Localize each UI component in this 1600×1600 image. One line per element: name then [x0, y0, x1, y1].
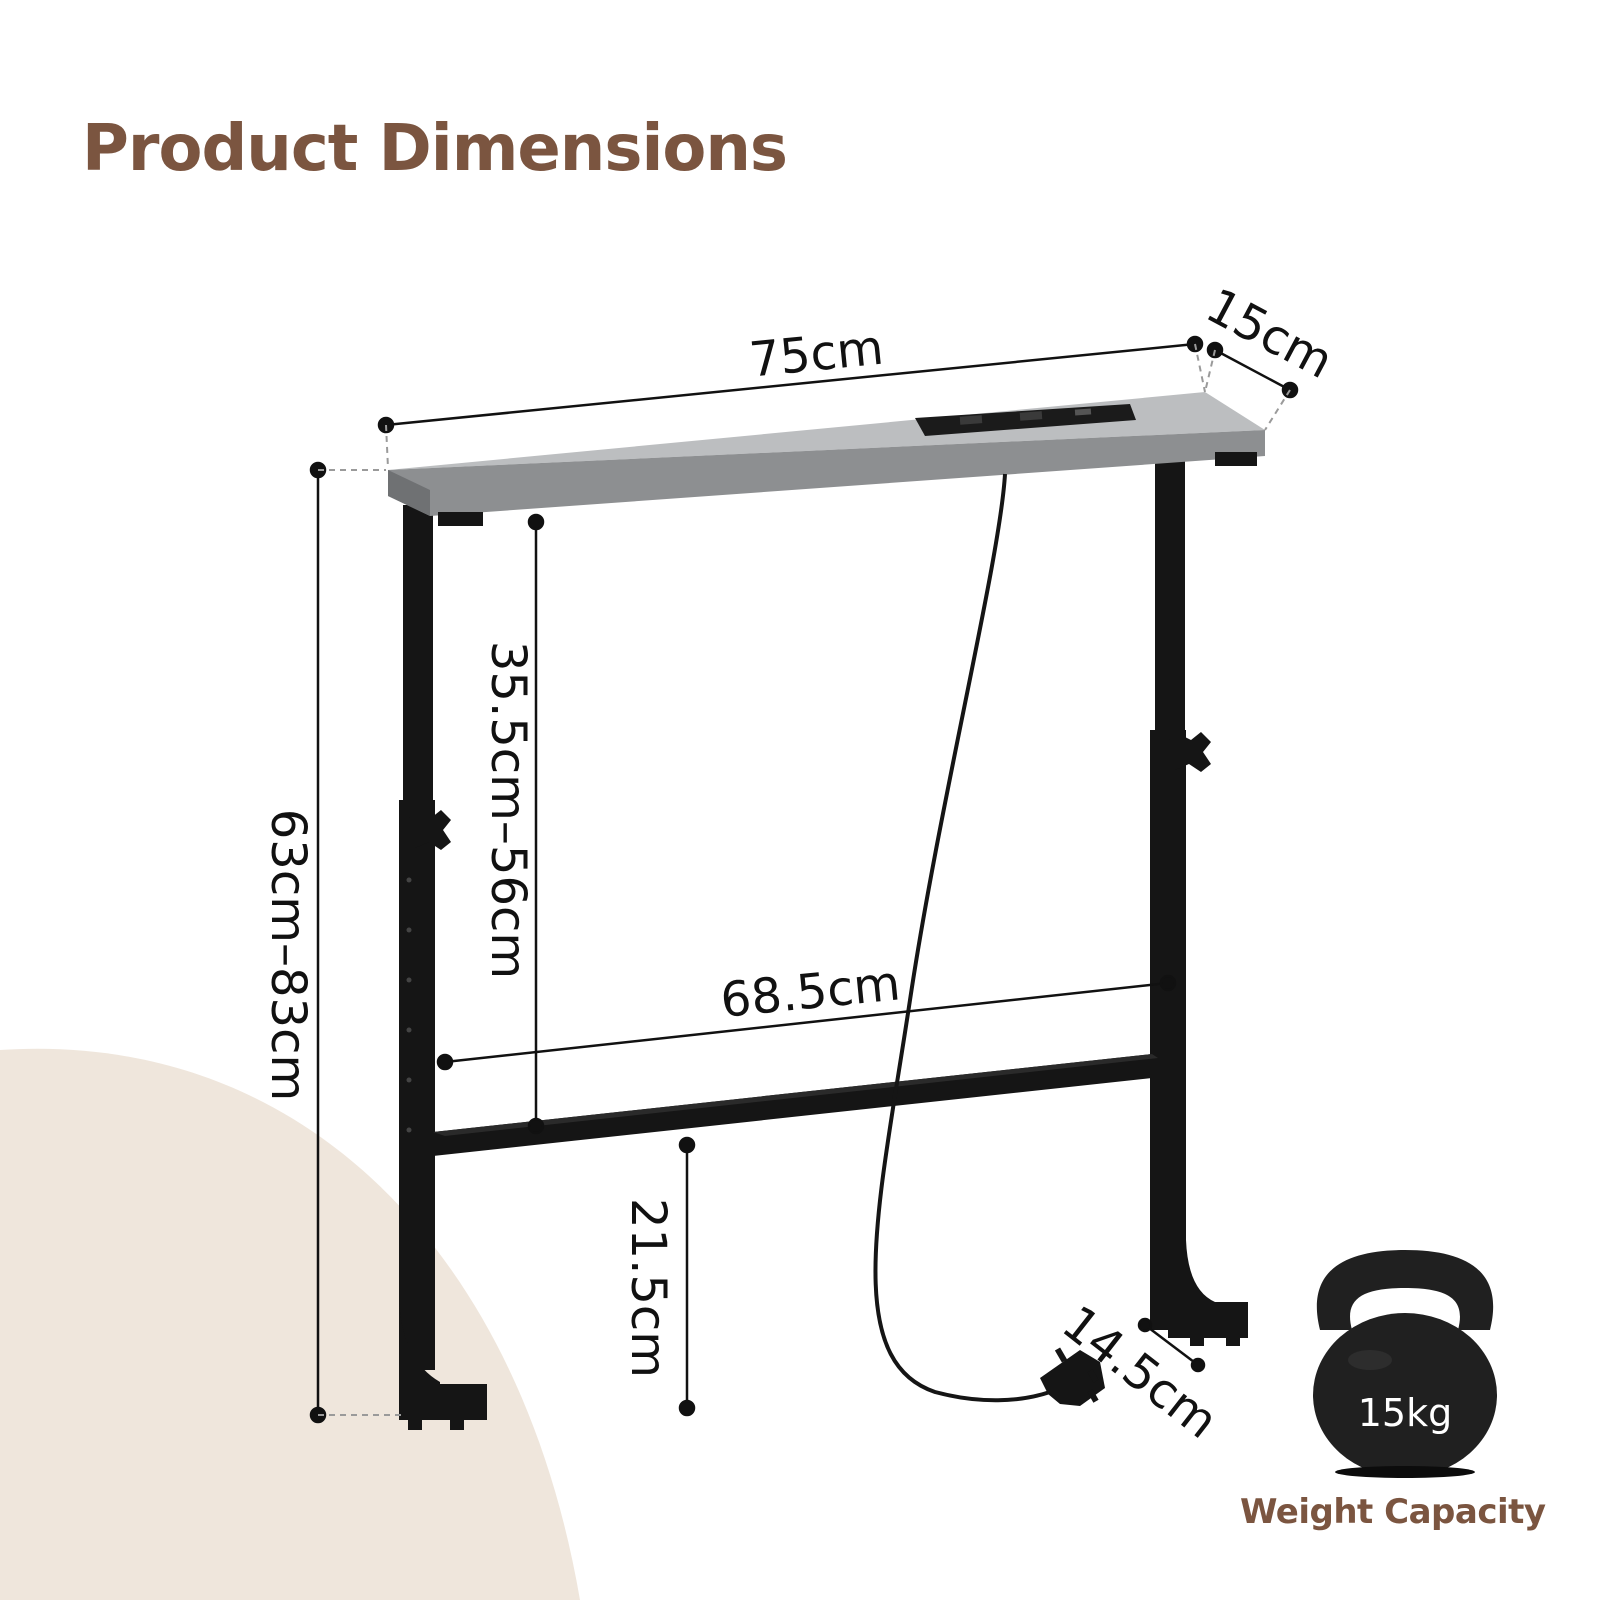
- dashed-guides: [318, 343, 1291, 1416]
- console-table: [388, 392, 1265, 1430]
- leg-hole: [406, 1027, 412, 1033]
- right-leg-lower: [1150, 730, 1186, 1330]
- uk-plug-icon: [1040, 1347, 1105, 1406]
- left-foot-pad: [450, 1418, 464, 1430]
- right-foot-curve: [1186, 1240, 1215, 1320]
- right-foot: [1168, 1302, 1248, 1338]
- tabletop-front: [388, 430, 1265, 516]
- total-height-label: 63cm–83cm: [260, 809, 316, 1101]
- page-title: Product Dimensions: [82, 112, 788, 186]
- background-arc: [0, 1048, 580, 1600]
- socket-icon: [959, 415, 983, 425]
- left-knob-icon: [405, 810, 451, 850]
- right-foot-pad: [1226, 1336, 1240, 1346]
- depth-label: 15cm: [1197, 278, 1342, 390]
- weight-capacity-label: Weight Capacity: [1240, 1492, 1546, 1532]
- leg-hole: [406, 877, 412, 883]
- socket-icon: [1019, 411, 1043, 421]
- tabletop-side: [388, 470, 430, 516]
- shelf-clearance-label: 35.5cm–56cm: [480, 641, 536, 979]
- left-foot-curve: [399, 1300, 440, 1400]
- right-leg-upper: [1155, 450, 1185, 750]
- leg-hole: [406, 927, 412, 933]
- lower-bar-height-label: 21.5cm: [620, 1198, 676, 1378]
- left-foot-pad: [408, 1418, 422, 1430]
- left-leg-lower: [399, 800, 435, 1370]
- leg-hole: [406, 1127, 412, 1133]
- dimension-lines: [309, 335, 1299, 1424]
- leg-hole: [406, 977, 412, 983]
- left-leg-upper: [403, 505, 433, 815]
- weight-value: 15kg: [1358, 1391, 1452, 1435]
- right-foot-pad: [1190, 1336, 1204, 1346]
- tabletop-bracket-left: [438, 512, 483, 526]
- crossbar: [433, 1054, 1152, 1156]
- usb-port-icon: [1074, 408, 1092, 416]
- kettlebell-icon: [1313, 1250, 1497, 1478]
- width-label: 75cm: [747, 320, 886, 389]
- tabletop-bracket-right: [1215, 452, 1257, 466]
- power-cable: [873, 473, 1051, 1403]
- inner-width-label: 68.5cm: [718, 955, 903, 1029]
- leg-hole: [406, 1077, 412, 1083]
- crossbar-top-face: [433, 1054, 1158, 1136]
- left-foot: [399, 1384, 487, 1420]
- right-knob-icon: [1165, 732, 1211, 772]
